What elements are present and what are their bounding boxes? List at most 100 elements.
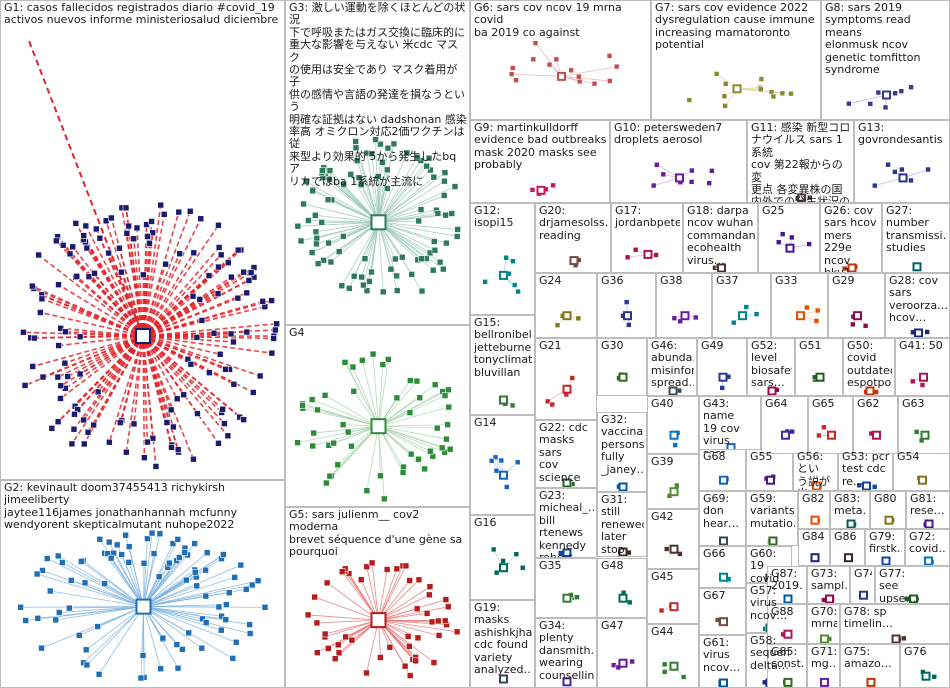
cluster-g51[interactable]: G51 [795, 338, 843, 396]
cluster-g56[interactable]: G56: とい う説が出 ています… [793, 449, 838, 491]
cluster-g16[interactable]: G16 [470, 515, 535, 600]
cluster-g1[interactable]: G1: casos fallecidos registrados diario … [0, 0, 285, 480]
cluster-g60[interactable]: G60: 19 covid [746, 546, 792, 583]
cluster-g40[interactable]: G40 [647, 396, 699, 454]
cluster-g49[interactable]: G49 [697, 338, 747, 396]
cluster-g77[interactable]: G77: see upse… [875, 566, 950, 604]
cluster-g59[interactable]: G59: variants mutatio… [746, 491, 798, 546]
cluster-g54[interactable]: G54 [893, 449, 950, 491]
node [500, 558, 506, 564]
node [242, 586, 250, 593]
node [55, 609, 63, 616]
cluster-g39[interactable]: G39 [647, 454, 699, 509]
cluster-g61[interactable]: G61: virus ncov… [699, 635, 746, 688]
cluster-g14[interactable]: G14 [470, 415, 535, 515]
cluster-g50[interactable]: G50: covid outdated espotpo… [843, 338, 895, 396]
cluster-g25[interactable]: G25 [758, 203, 820, 273]
node [413, 153, 421, 161]
cluster-g53[interactable]: G53: pcr test cdc re… [838, 449, 893, 491]
cluster-g41[interactable]: G41: 50 [895, 338, 950, 396]
cluster-g9[interactable]: G9: martinkulldorff evidence bad outbrea… [470, 120, 610, 203]
cluster-g6[interactable]: G6: sars cov ncov 19 mrna covid ba 2019 … [470, 0, 651, 120]
cluster-g8[interactable]: G8: sars 2019 symptoms read means elonmu… [821, 0, 950, 120]
cluster-g37[interactable]: G37 [712, 273, 771, 338]
node [413, 377, 421, 385]
cluster-g4[interactable]: G4 [285, 325, 470, 507]
cluster-g48[interactable]: G48 [597, 558, 647, 618]
cluster-g76[interactable]: G76 [900, 644, 950, 688]
cluster-g5[interactable]: G5: sars julienm__ cov2 moderna brevet s… [285, 507, 470, 688]
cluster-g28[interactable]: G28: cov sars veroorza… hcov… [885, 273, 950, 338]
cluster-g45[interactable]: G45 [647, 569, 699, 624]
cluster-g17[interactable]: G17: jordanbpete… [611, 203, 683, 273]
cluster-g26[interactable]: G26: cov sars hcov mers 229e ncov hku1 c… [820, 203, 882, 273]
node [225, 589, 233, 597]
cluster-g44[interactable]: G44 [647, 624, 699, 688]
cluster-g85[interactable]: G85: const… [767, 644, 807, 688]
cluster-g47[interactable]: G47 [597, 618, 647, 688]
cluster-g72[interactable]: G72: covid… [905, 529, 950, 566]
cluster-g81[interactable]: G81: rese… [906, 491, 950, 529]
cluster-g23[interactable]: G23: micheal_… bill rtenews kennedy robe… [535, 488, 597, 558]
cluster-g27[interactable]: G27: number transmissi… studies [882, 203, 950, 273]
cluster-g32[interactable]: G32: vaccina… persons fully _janey… [597, 412, 647, 492]
hub-node [820, 634, 829, 643]
cluster-g46[interactable]: G46: abunda… misinfor… spread… [647, 338, 697, 396]
cluster-g83[interactable]: G83: meta… [830, 491, 870, 529]
cluster-g21[interactable]: G21 [535, 338, 597, 420]
cluster-g78[interactable]: G78: sp timelin… [840, 604, 950, 644]
cluster-g10[interactable]: G10: petersweden7 droplets aerosol [610, 120, 747, 203]
cluster-g20[interactable]: G20: drjamesolss… reading [535, 203, 611, 273]
cluster-g15[interactable]: G15: bellronibell jetteburner tonyclimat… [470, 315, 535, 415]
cluster-g7[interactable]: G7: sars cov evidence 2022 dysregulation… [651, 0, 821, 120]
cluster-g52[interactable]: G52: level biosafety sars… [747, 338, 795, 396]
cluster-g42[interactable]: G42 [647, 509, 699, 569]
cluster-g67[interactable]: G67 [699, 588, 746, 635]
cluster-graph [624, 246, 659, 261]
cluster-g24[interactable]: G24 [535, 273, 597, 338]
cluster-g43[interactable]: G43: name 19 cov virus sars… [699, 396, 761, 454]
cluster-graph [820, 634, 833, 643]
cluster-g73[interactable]: G73: sampl… [807, 566, 850, 604]
cluster-g70[interactable]: G70: mrna… [807, 604, 840, 644]
cluster-label: G83: meta… [834, 493, 867, 518]
cluster-g2[interactable]: G2: kevinault doom37455413 richykirsh ji… [0, 480, 285, 688]
cluster-g33[interactable]: G33 [771, 273, 828, 338]
cluster-g64[interactable]: G64 [761, 396, 808, 454]
cluster-g13[interactable]: G13: govrondesantis [854, 120, 950, 203]
cluster-g30[interactable]: G30 [597, 338, 647, 396]
cluster-g34[interactable]: G34: plenty dansmith… wearing counsellin… [535, 618, 597, 688]
cluster-g65[interactable]: G65 [808, 396, 853, 454]
cluster-g80[interactable]: G80 [870, 491, 906, 529]
cluster-g55[interactable]: G55 [746, 449, 793, 491]
cluster-g29[interactable]: G29 [828, 273, 885, 338]
cluster-g62[interactable]: G62 [853, 396, 898, 454]
cluster-g71[interactable]: G71: mg… [807, 644, 840, 688]
cluster-g88[interactable]: G88 [767, 604, 807, 644]
cluster-g82[interactable]: G82 [798, 491, 830, 529]
cluster-g11[interactable]: G11: 感染 新型コロ ナウイルス sars 1系統 cov 第22報からの変… [747, 120, 854, 203]
cluster-g19[interactable]: G19: masks ashishkjha cdc found variety … [470, 600, 535, 688]
cluster-g75[interactable]: G75: amazo… [840, 644, 900, 688]
cluster-g12[interactable]: G12: isopi15 [470, 203, 535, 315]
cluster-g31[interactable]: G31: still renewed later stop believe… [597, 492, 647, 557]
cluster-g22[interactable]: G22: cdc masks sars cov science recomme… [535, 420, 597, 488]
edge [371, 153, 379, 223]
cluster-g38[interactable]: G38 [656, 273, 712, 338]
cluster-g63[interactable]: G63 [898, 396, 950, 454]
cluster-g35[interactable]: G35 [535, 558, 597, 618]
cluster-g84[interactable]: G84 [798, 529, 830, 566]
cluster-g68[interactable]: G68 [699, 449, 746, 491]
cluster-g86[interactable]: G86 [830, 529, 865, 566]
node [247, 269, 255, 276]
cluster-g79[interactable]: G79: firstk… [865, 529, 905, 566]
cluster-g66[interactable]: G66 [699, 546, 746, 588]
cluster-g74[interactable]: G74 [850, 566, 875, 604]
cluster-g36[interactable]: G36 [597, 273, 656, 338]
node [346, 284, 353, 292]
cluster-g69[interactable]: G69: don hear… [699, 491, 746, 546]
cluster-g87[interactable]: G87: 2019… [767, 566, 807, 604]
cluster-g3[interactable]: G3: 激しい運動を除くほとんどの状況 下で呼吸またはガス交換に臨床的に 重大な… [285, 0, 470, 325]
cluster-label: G88 [771, 606, 794, 618]
cluster-g18[interactable]: G18: darpa ncov wuhan commandant ecoheal… [683, 203, 758, 273]
